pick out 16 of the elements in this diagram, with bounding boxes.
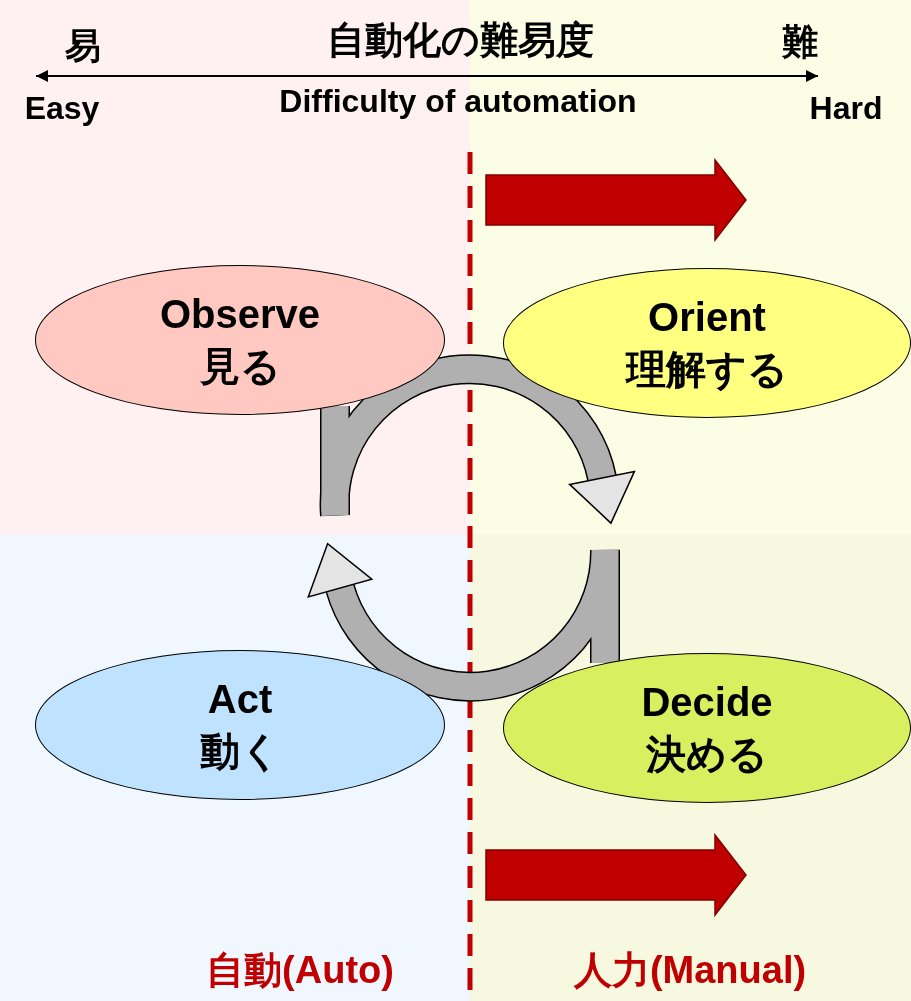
stage-title: Decide [641,679,773,726]
scale-label: Easy [24,89,100,127]
title: 自動化の難易度 [326,17,594,63]
stage-subtitle: 理解する [626,346,788,393]
scale-label: 難 [782,19,818,64]
stage-subtitle: 見る [199,343,281,390]
region-label: 自動(Auto) [206,947,394,993]
stage-title: Observe [159,291,321,338]
stage-title: Act [207,676,273,723]
stage-title: Orient [648,294,766,341]
scale-label: Hard [809,89,883,127]
scale-label: 易 [65,23,101,68]
stage-subtitle: 動く [199,728,281,775]
stage-subtitle: 決める [646,731,768,778]
axis-title: Difficulty of automation [279,82,637,120]
region-label: 人力(Manual) [573,947,807,993]
